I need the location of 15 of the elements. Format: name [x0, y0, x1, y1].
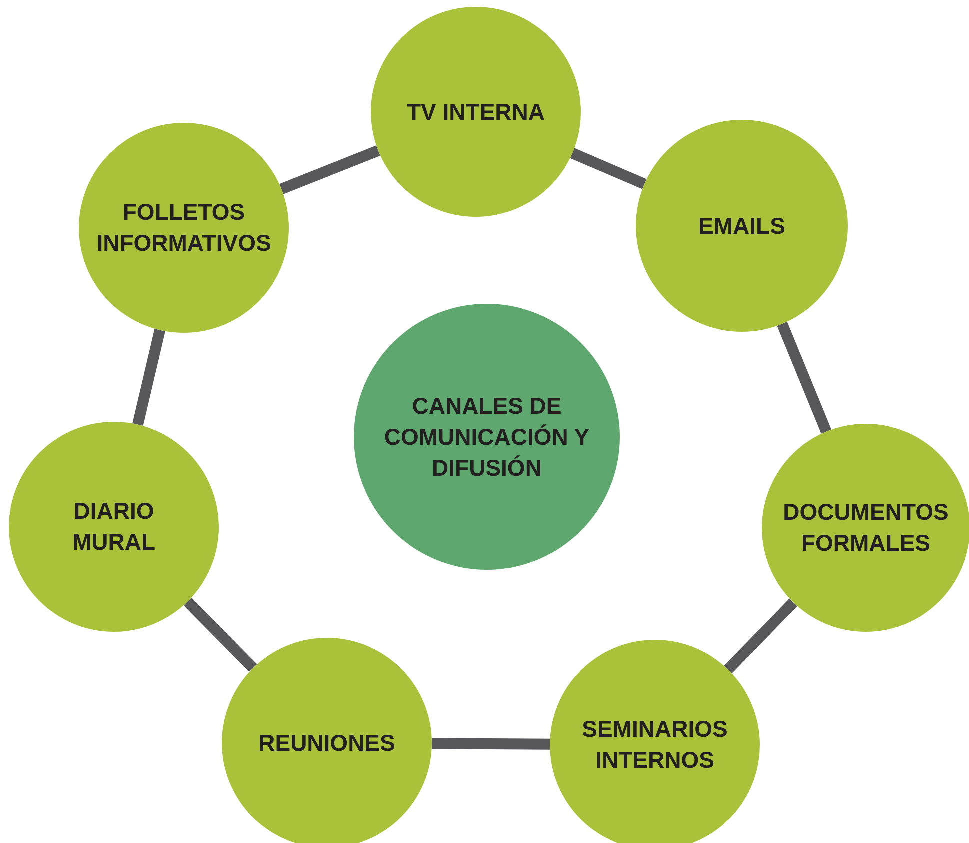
- node-label: SEMINARIOS INTERNOS: [581, 715, 729, 775]
- node-label: CANALES DE COMUNICACIÓN Y DIFUSIÓN: [383, 392, 591, 482]
- node-label: FOLLETOS INFORMATIVOS: [96, 198, 272, 258]
- node-label: EMAILS: [698, 212, 786, 240]
- connector-line: [432, 738, 550, 750]
- node-label: REUNIONES: [258, 728, 396, 758]
- connector-line: [184, 598, 258, 672]
- connector-line: [777, 322, 832, 434]
- node-label: DOCUMENTOS FORMALES: [782, 498, 950, 558]
- node-label: TV INTERNA: [406, 98, 546, 126]
- node-label: DIARIO MURAL: [71, 497, 157, 557]
- connector-line: [132, 328, 166, 426]
- connector-line: [280, 146, 380, 194]
- connector-line: [724, 598, 798, 674]
- connector-line: [570, 148, 647, 190]
